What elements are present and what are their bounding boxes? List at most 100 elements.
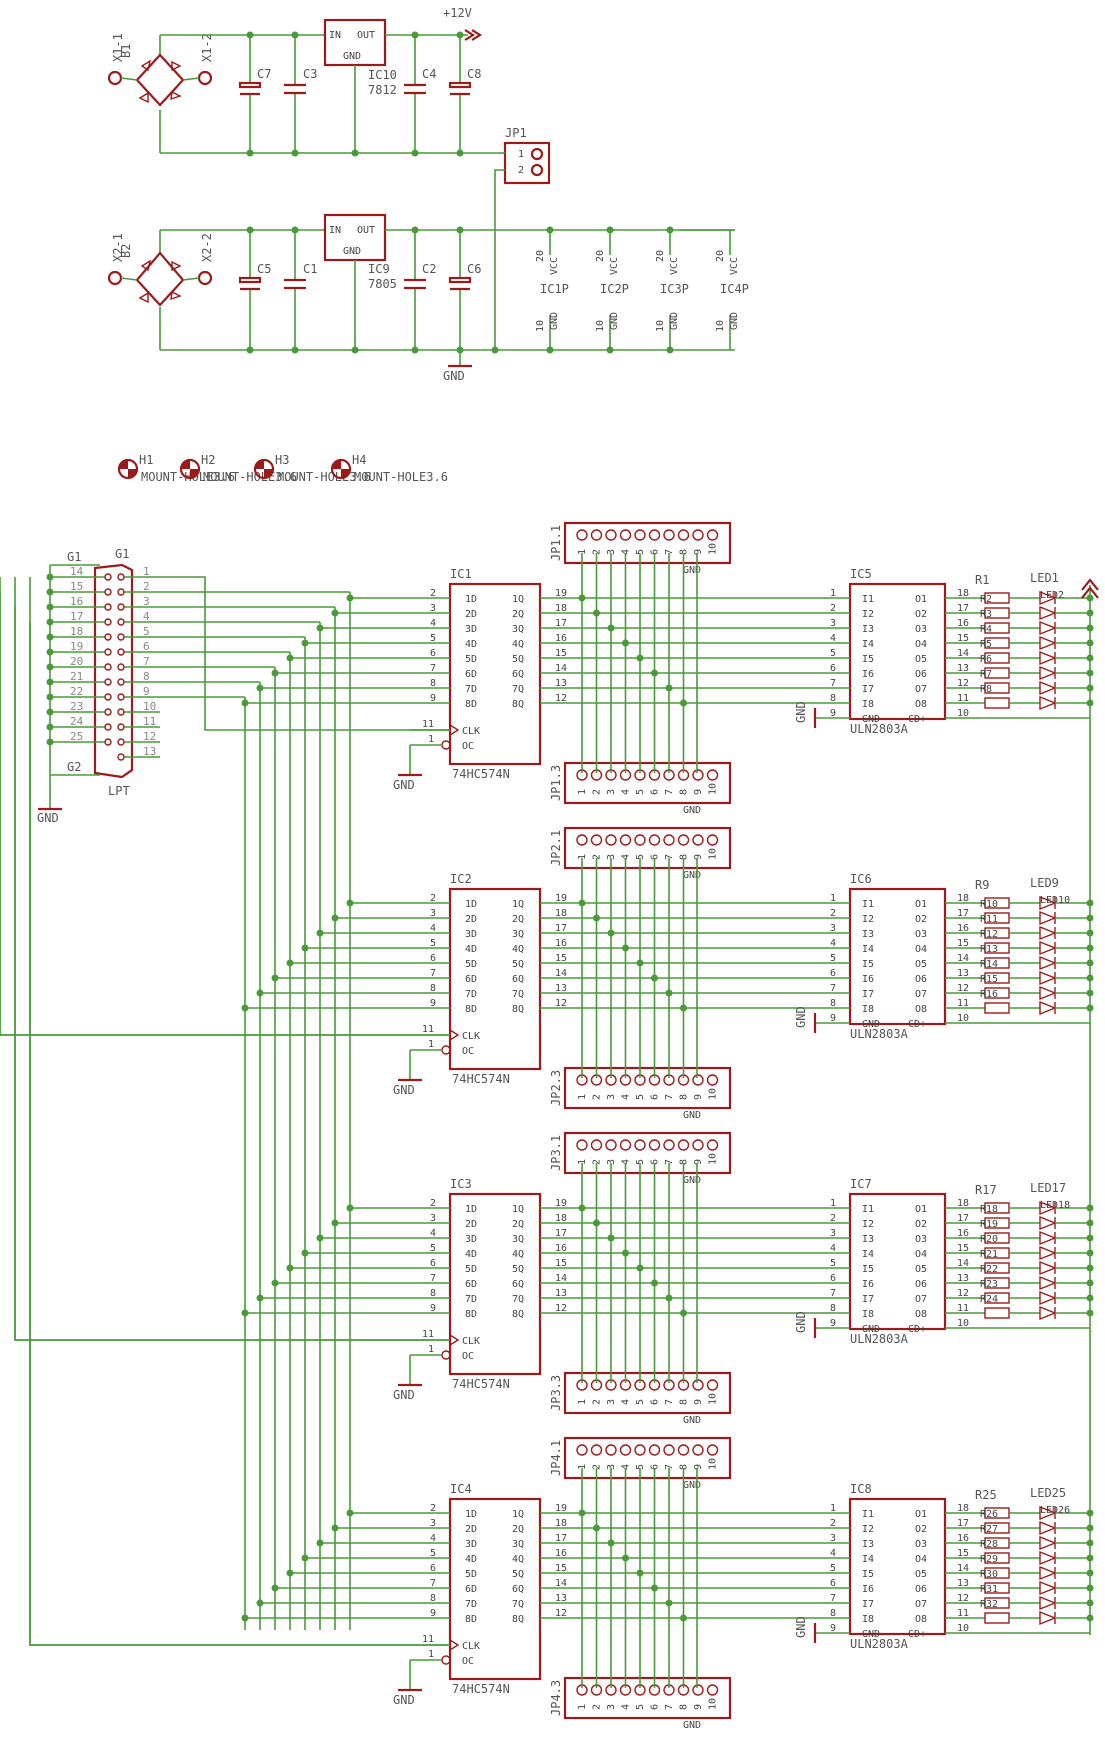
pin-number: 15 xyxy=(555,648,567,659)
pin-number: 13 xyxy=(957,968,969,979)
pin-number: 2 xyxy=(592,789,603,795)
header-pin xyxy=(692,1379,704,1391)
pin-label: GND xyxy=(862,1629,880,1640)
pin-number: 7 xyxy=(430,1578,436,1589)
header-pin xyxy=(706,834,719,846)
led xyxy=(1039,985,1057,1001)
junction xyxy=(607,929,615,937)
hole-quadrant xyxy=(341,469,350,478)
pin-label: O7 xyxy=(915,684,927,695)
pin-number: 14 xyxy=(555,1578,567,1589)
pin-number: 2 xyxy=(143,580,150,593)
pin-number: 15 xyxy=(957,633,969,644)
pin-number: 1 xyxy=(577,1094,588,1100)
pin-number: 1 xyxy=(577,549,588,555)
pin-label: I4 xyxy=(862,639,874,650)
resistor-label: R18 xyxy=(980,1204,998,1215)
pin-number: 13 xyxy=(555,678,567,689)
led xyxy=(1039,1595,1057,1611)
led xyxy=(1039,650,1057,666)
pin-number: 7 xyxy=(664,789,675,795)
pin-label: O1 xyxy=(915,899,927,910)
pin-label: CLK xyxy=(462,726,480,737)
driver-name: IC7 xyxy=(850,1177,872,1191)
pin-label: CLK xyxy=(462,1031,480,1042)
pin-number: 1 xyxy=(428,1039,434,1050)
regulator-ic9: IN OUT GND IC9 7805 xyxy=(323,213,397,291)
led xyxy=(1039,695,1057,711)
pin-number: 7 xyxy=(830,678,836,689)
cap-label: C7 xyxy=(257,67,271,81)
pin-number: 17 xyxy=(957,1518,969,1529)
pin-number: 12 xyxy=(957,1593,969,1604)
pin-label: CD+ xyxy=(908,1324,926,1335)
pin-number: 9 xyxy=(830,1318,836,1329)
cap-label: C2 xyxy=(422,262,436,276)
pin-label: I5 xyxy=(862,1569,874,1580)
pin-number: 14 xyxy=(555,968,567,979)
pin-number: 3 xyxy=(606,1464,617,1470)
pin-label: I6 xyxy=(862,974,874,985)
pin-number: 10 xyxy=(708,1458,719,1470)
pin-number: 8 xyxy=(679,1159,690,1165)
pin-number: 5 xyxy=(430,938,436,949)
header-pin xyxy=(692,769,704,781)
pin-number: 3 xyxy=(606,1094,617,1100)
pin-label: GND xyxy=(609,312,620,330)
pin-label: I6 xyxy=(862,1584,874,1595)
pin-number: 16 xyxy=(70,595,83,608)
lpt-pin xyxy=(104,603,112,611)
junction xyxy=(636,654,644,662)
pin-label: O8 xyxy=(915,1004,927,1015)
ic-power-name: IC2P xyxy=(600,282,629,296)
cap-label: C6 xyxy=(467,262,481,276)
led xyxy=(1039,1580,1057,1596)
led xyxy=(1039,1245,1057,1261)
header-pin xyxy=(648,1444,661,1456)
ic-power-name: IC1P xyxy=(540,282,569,296)
junction xyxy=(593,1219,600,1227)
cap-label: C4 xyxy=(422,67,436,81)
junction xyxy=(301,639,309,647)
junction xyxy=(46,603,54,611)
lpt-pins: 1415161718192021222324251234567891011121… xyxy=(46,565,160,761)
pin-number: 2 xyxy=(592,549,603,555)
pin-label: O3 xyxy=(915,1234,927,1245)
hole-value: MOUNT-HOLE3.6 xyxy=(354,470,448,484)
resistor xyxy=(984,1612,1010,1624)
pin-label: O1 xyxy=(915,1509,927,1520)
pin-number: 9 xyxy=(430,693,436,704)
ic-power-name: IC4P xyxy=(720,282,749,296)
led-label: LED26 xyxy=(1040,1505,1070,1516)
pin-number: 8 xyxy=(830,1608,836,1619)
pin-number: 10 xyxy=(143,700,156,713)
pin-label: 3Q xyxy=(512,1234,524,1245)
header-pin xyxy=(706,1074,719,1086)
led xyxy=(1039,1215,1057,1231)
junction xyxy=(331,1219,339,1227)
pin-number: 2 xyxy=(830,1518,836,1529)
pin-number: 10 xyxy=(708,543,719,555)
pin-number: 17 xyxy=(957,603,969,614)
pin-number: 14 xyxy=(555,663,567,674)
junction xyxy=(286,1569,294,1577)
pin-label: 1D xyxy=(465,1509,477,1520)
resistor-label: R11 xyxy=(980,914,998,925)
pin-label: GND xyxy=(343,51,361,62)
pin-label: O4 xyxy=(915,944,927,955)
pin-label: 7Q xyxy=(512,989,524,1000)
regulator-ic10: IN OUT GND IC10 7812 xyxy=(323,18,397,97)
lpt-pin xyxy=(117,618,125,626)
led xyxy=(1039,1535,1057,1551)
header-pin xyxy=(706,1139,719,1151)
lpt-pin xyxy=(104,648,112,656)
junction xyxy=(680,699,687,707)
pin-number: 15 xyxy=(957,938,969,949)
bridge-rectifier-b1: B1 xyxy=(119,35,185,153)
pin-label: CLK xyxy=(462,1336,480,1347)
junction xyxy=(46,633,54,641)
